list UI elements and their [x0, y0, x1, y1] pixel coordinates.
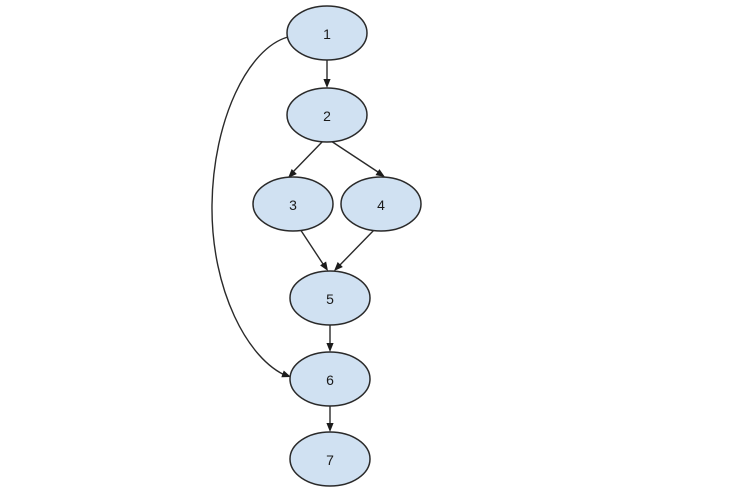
arrowhead-icon: [320, 261, 328, 271]
node-label: 5: [326, 291, 334, 307]
arrowhead-icon: [326, 423, 334, 432]
graph-edge-2-to-3: [288, 140, 324, 178]
graph-edge-1-to-6: [211, 36, 291, 378]
edges-layer: [211, 36, 385, 432]
graph-node-5[interactable]: 5: [289, 270, 371, 326]
graph-node-1[interactable]: 1: [286, 5, 368, 61]
arrowhead-icon: [288, 169, 297, 178]
node-ellipse[interactable]: [286, 87, 368, 143]
node-label: 4: [377, 197, 385, 213]
graph-node-4[interactable]: 4: [340, 176, 422, 232]
arrowhead-icon: [334, 262, 343, 271]
edge-line: [330, 140, 382, 175]
graph-node-6[interactable]: 6: [289, 351, 371, 407]
arrowhead-icon: [281, 370, 291, 378]
node-ellipse[interactable]: [289, 351, 371, 407]
graph-edge-2-to-4: [330, 140, 385, 177]
node-label: 2: [323, 108, 331, 124]
edge-line: [299, 228, 326, 268]
edge-line: [211, 36, 289, 377]
graph-edge-4-to-5: [334, 228, 376, 271]
edge-line: [337, 228, 376, 268]
arrowhead-icon: [326, 343, 334, 352]
graph-edge-1-to-2: [323, 60, 331, 88]
node-ellipse[interactable]: [340, 176, 422, 232]
graph-edge-3-to-5: [299, 228, 328, 271]
edge-line: [290, 140, 324, 175]
node-ellipse[interactable]: [289, 431, 371, 487]
node-ellipse[interactable]: [252, 176, 334, 232]
node-label: 6: [326, 372, 334, 388]
node-label: 3: [289, 197, 297, 213]
arrowhead-icon: [375, 169, 385, 177]
graph-node-2[interactable]: 2: [286, 87, 368, 143]
node-label: 1: [323, 26, 331, 42]
nodes-layer: 1 2 3 4 5 6 7: [252, 5, 422, 487]
graph-node-7[interactable]: 7: [289, 431, 371, 487]
node-ellipse[interactable]: [286, 5, 368, 61]
arrowhead-icon: [323, 79, 331, 88]
node-label: 7: [326, 452, 334, 468]
graph-edge-6-to-7: [326, 406, 334, 432]
graph-edge-5-to-6: [326, 325, 334, 352]
graph-node-3[interactable]: 3: [252, 176, 334, 232]
node-ellipse[interactable]: [289, 270, 371, 326]
